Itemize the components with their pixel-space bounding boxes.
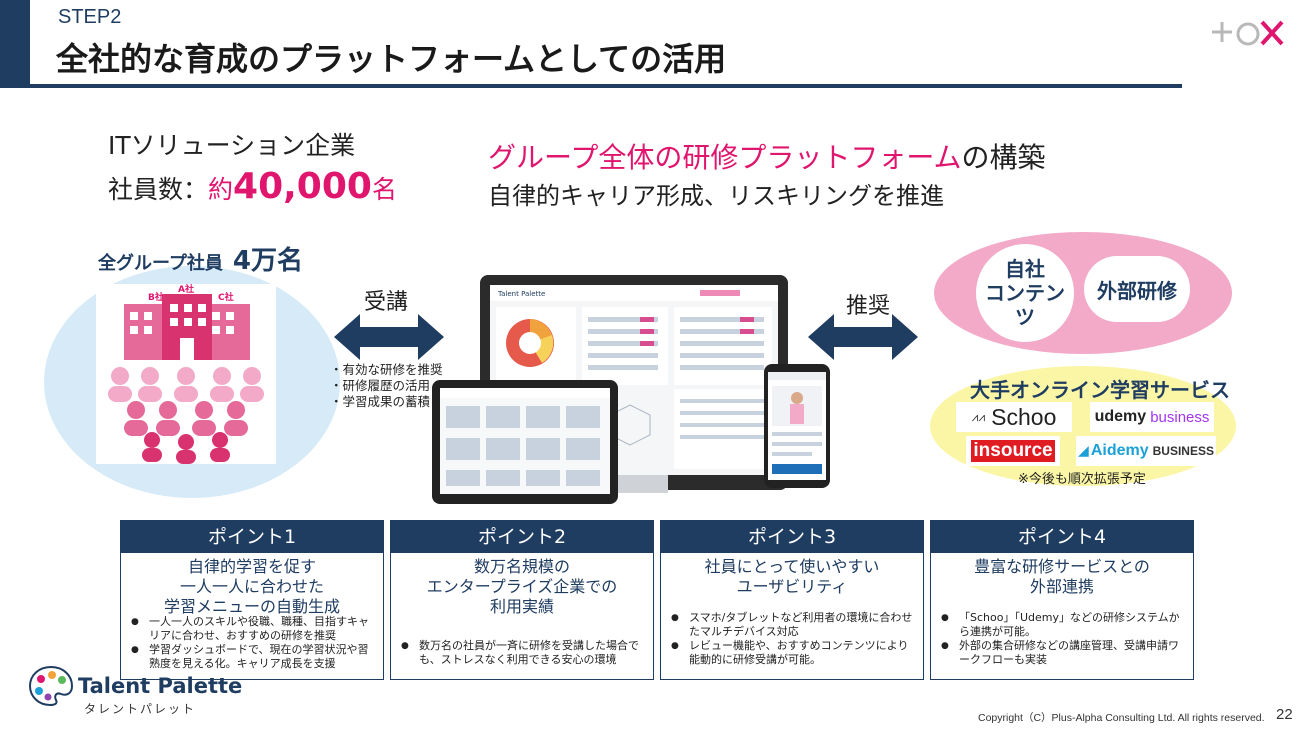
external-training-badge: 外部研修 <box>1084 256 1190 322</box>
insource-logo: insource <box>966 436 1060 466</box>
point-subtitle-line: 一人一人に合わせた <box>179 577 324 596</box>
point-subtitle: 豊富な研修サービスとの 外部連携 <box>931 553 1193 597</box>
group-count: 4万名 <box>232 246 304 276</box>
point-subtitle: 自律的学習を促す 一人一人に合わせた 学習メニューの自動生成 <box>121 553 383 617</box>
point-bullet: 学習ダッシュボードで、現在の学習状況や習熟度を見える化。キャリア成長を支援 <box>127 643 379 671</box>
point-subtitle-line: 外部連携 <box>1029 577 1094 596</box>
headline-sub: 自律的キャリア形成、リスキリングを推進 <box>488 182 944 210</box>
employee-count: 社員数：約40,000名 <box>108 166 397 207</box>
point-bullets: 一人一人のスキルや役職、職種、目指すキャリアに合わせ、おすすめの研修を推奨 学習… <box>127 615 379 671</box>
double-arrow-icon <box>334 314 444 360</box>
point-subtitle: 数万名規模の エンタープライズ企業での 利用実績 <box>391 553 653 617</box>
point-bullets: スマホ/タブレットなど利用者の環境に合わせたマルチデバイス対応 レビュー機能や、… <box>667 611 919 667</box>
online-services-title: 大手オンライン学習サービス <box>970 378 1230 402</box>
udemy-business-text: business <box>1150 408 1210 426</box>
schoo-logo: ⩘⩘ Schoo <box>956 402 1072 432</box>
point-bullet: レビュー機能や、おすすめコンテンツにより能動的に研修受講が可能。 <box>667 639 919 667</box>
udemy-logo-text: udemy <box>1094 408 1147 425</box>
page-number: 22 <box>1276 706 1293 723</box>
employee-count-unit: 名 <box>371 175 397 204</box>
point-subtitle-line: 数万名規模の <box>473 557 570 576</box>
point-bullet: スマホ/タブレットなど利用者の環境に合わせたマルチデバイス対応 <box>667 611 919 639</box>
group-label-text: 全グループ社員 <box>98 253 223 274</box>
aidemy-mark-icon: ◢ <box>1078 443 1089 459</box>
recommend-label: 推奨 <box>846 294 891 319</box>
attend-benefit-item: ・学習成果の蓄積 <box>330 394 431 409</box>
headline-highlight: グループ全体の研修プラットフォーム <box>488 141 962 174</box>
expansion-note: ※今後も順次拡張予定 <box>1018 472 1146 487</box>
mobile-course-screenshot <box>768 372 826 474</box>
insource-logo-text: insource <box>971 440 1055 462</box>
phone-screen <box>768 372 826 480</box>
employee-count-number: 40,000 <box>233 166 372 207</box>
schoo-logo-text: Schoo <box>991 403 1057 430</box>
point-title: ポイント4 <box>931 521 1193 553</box>
org-illustration: B社 A社 C社 <box>96 283 276 464</box>
point-card-3: ポイント3 社員にとって使いやすい ユーザビリティ スマホ/タブレットなど利用者… <box>660 520 924 680</box>
company-b-label: B社 <box>148 291 164 303</box>
aidemy-business-text: BUSINESS <box>1152 444 1214 458</box>
point-bullets: 数万名の社員が一斉に研修を受講した場合でも、ストレスなく利用できる安心の環境 <box>397 639 649 667</box>
attend-label: 受講 <box>364 290 409 315</box>
udemy-business-logo: udemy business <box>1090 402 1214 432</box>
point-card-2: ポイント2 数万名規模の エンタープライズ企業での 利用実績 数万名の社員が一斉… <box>390 520 654 680</box>
footer-brand-kana: タレントパレット <box>84 702 197 716</box>
header-accent-bar <box>0 0 30 88</box>
point-bullet: 数万名の社員が一斉に研修を受講した場合でも、ストレスなく利用できる安心の環境 <box>397 639 649 667</box>
attend-benefits: ・有効な研修を推奨 ・研修履歴の活用 ・学習成果の蓄積 <box>330 362 443 410</box>
point-title: ポイント2 <box>391 521 653 553</box>
group-label: 全グループ社員 4万名 <box>98 240 303 277</box>
point-bullet: 「Schoo」「Udemy」などの研修システムから連携が可能。 <box>937 611 1189 639</box>
point-subtitle-line: ユーザビリティ <box>736 577 848 596</box>
headline: グループ全体の研修プラットフォームの構築 <box>488 136 1046 176</box>
talent-palette-logo-icon <box>28 665 74 706</box>
employee-count-prefix: 約 <box>208 175 234 204</box>
point-card-4: ポイント4 豊富な研修サービスとの 外部連携 「Schoo」「Udemy」などの… <box>930 520 1194 680</box>
app-name-text: Talent Palette <box>497 290 545 298</box>
double-arrow-icon <box>808 314 918 360</box>
headline-suffix: の構築 <box>961 141 1046 174</box>
footer-brand-name: Talent Palette <box>78 674 243 698</box>
copyright-text: Copyright（C）Plus-Alpha Consulting Ltd. A… <box>978 712 1265 724</box>
attend-benefit-item: ・研修履歴の活用 <box>330 378 431 393</box>
point-subtitle-line: 学習メニューの自動生成 <box>163 597 340 616</box>
point-subtitle-line: 豊富な研修サービスとの <box>974 557 1150 576</box>
schoo-mark-icon: ⩘⩘ <box>971 409 986 424</box>
attend-benefit-item: ・有効な研修を推奨 <box>330 362 443 377</box>
point-subtitle-line: 社員にとって使いやすい <box>704 557 880 576</box>
page-title: 全社的な育成のプラットフォームとしての活用 <box>56 40 727 78</box>
point-title: ポイント3 <box>661 521 923 553</box>
aidemy-logo-text: Aidemy <box>1090 442 1149 459</box>
corner-logo-icon <box>1212 20 1284 46</box>
building-people-icon: B社 A社 C社 <box>108 283 264 464</box>
point-bullet: 一人一人のスキルや役職、職種、目指すキャリアに合わせ、おすすめの研修を推奨 <box>127 615 379 643</box>
point-bullets: 「Schoo」「Udemy」などの研修システムから連携が可能。 外部の集合研修な… <box>937 611 1189 667</box>
company-c-label: C社 <box>218 291 234 303</box>
company-type: ITソリューション企業 <box>108 131 356 160</box>
step-label: STEP2 <box>58 6 122 28</box>
point-subtitle-line: 自律的学習を促す <box>187 557 316 576</box>
internal-content-badge: 自社 コンテンツ <box>976 244 1074 342</box>
company-a-label: A社 <box>178 284 194 295</box>
aidemy-business-logo: ◢ Aidemy BUSINESS <box>1076 436 1216 466</box>
course-grid-screenshot <box>440 388 610 486</box>
point-title: ポイント1 <box>121 521 383 553</box>
point-subtitle-line: 利用実績 <box>489 597 554 616</box>
point-card-1: ポイント1 自律的学習を促す 一人一人に合わせた 学習メニューの自動生成 一人一… <box>120 520 384 680</box>
point-subtitle-line: エンタープライズ企業での <box>426 577 618 596</box>
point-subtitle: 社員にとって使いやすい ユーザビリティ <box>661 553 923 597</box>
employee-count-label: 社員数： <box>108 175 209 204</box>
point-bullet: 外部の集合研修などの講座管理、受講申請ワークフローも実装 <box>937 639 1189 667</box>
tablet-screen <box>440 388 610 494</box>
title-divider <box>30 84 1182 88</box>
dashboard-screenshot: Talent Palette <box>490 285 778 469</box>
